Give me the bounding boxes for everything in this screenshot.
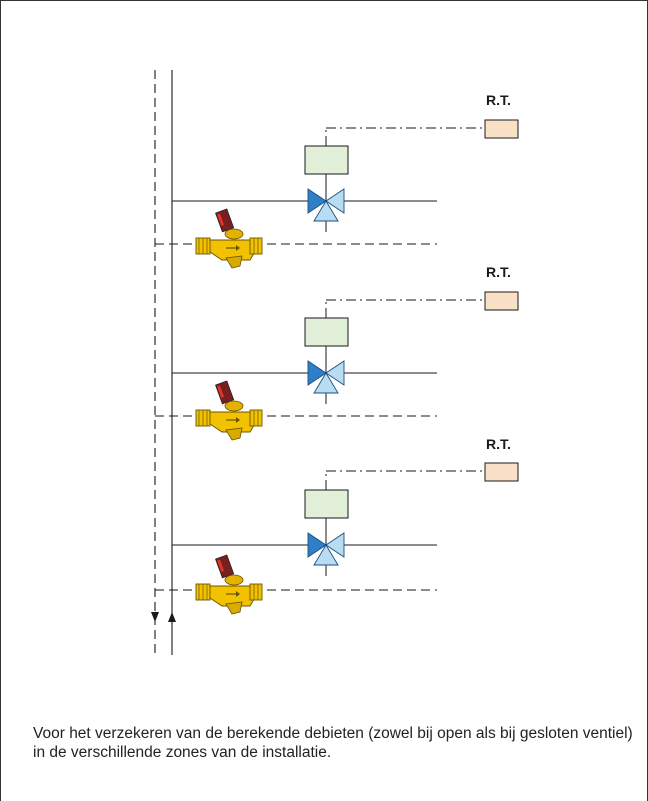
zone-1	[155, 119, 519, 269]
flow-arrow-down-icon	[151, 612, 159, 622]
flow-arrow-up-icon	[168, 612, 176, 622]
zone-2	[155, 291, 519, 441]
balancing-valve-icon	[195, 554, 263, 615]
thermostat-label: R.T.	[486, 436, 511, 452]
thermostat-label: R.T.	[486, 264, 511, 280]
actuator	[304, 145, 349, 175]
thermostat-label: R.T.	[486, 92, 511, 108]
room-thermostat	[484, 119, 519, 139]
zone-3	[155, 462, 519, 615]
balancing-valve-icon	[195, 380, 263, 441]
room-thermostat	[484, 291, 519, 311]
balancing-valve-icon	[195, 208, 263, 269]
actuator	[304, 317, 349, 347]
actuator	[304, 489, 349, 519]
diagram-caption: Voor het verzekeren van de berekende deb…	[33, 725, 633, 761]
room-thermostat	[484, 462, 519, 482]
